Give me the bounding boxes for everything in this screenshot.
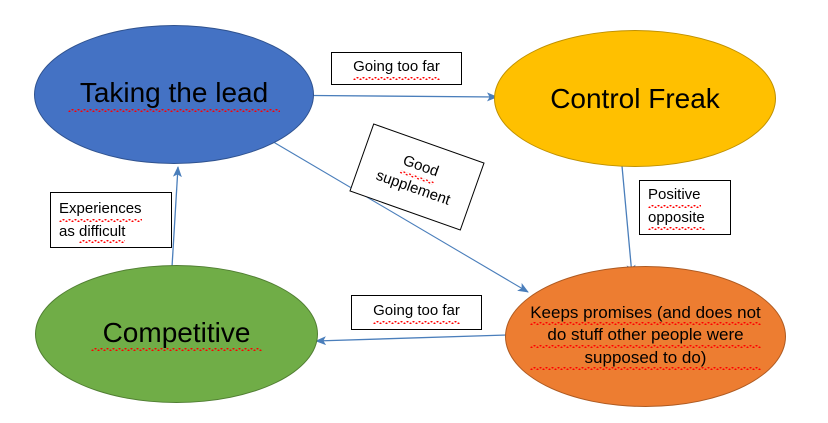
node-keeps-promises-label: Keeps promises (and does not do stuff ot…	[518, 303, 773, 369]
node-control-freak[interactable]: Control Freak	[494, 30, 776, 167]
node-taking-the-lead-label: Taking the lead	[68, 77, 280, 111]
arrow-taking-the-lead-to-keeps-promises	[269, 139, 529, 293]
node-control-freak-label: Control Freak	[550, 82, 720, 114]
arrow-taking-the-lead-to-control-freak	[312, 92, 498, 102]
edge-label-positive-opposite-line-2: opposite	[648, 207, 705, 231]
node-competitive-label: Competitive	[91, 316, 263, 351]
edge-label-experiences-as-difficult[interactable]: Experiences as difficult	[50, 192, 172, 248]
edge-label-positive-opposite-line-1: Positive	[648, 184, 701, 208]
node-keeps-promises-line-3: supposed to do)	[530, 347, 761, 370]
arrow-keeps-promises-to-competitive	[315, 334, 508, 346]
edge-label-experiences-as-difficult-line-1: Experiences	[59, 198, 142, 222]
edge-label-going-too-far-bottom-text: Going too far	[373, 301, 460, 324]
node-keeps-promises[interactable]: Keeps promises (and does not do stuff ot…	[505, 266, 786, 407]
edge-label-going-too-far-top[interactable]: Going too far	[331, 52, 462, 85]
edge-label-positive-opposite[interactable]: Positive opposite	[639, 180, 731, 235]
node-competitive[interactable]: Competitive	[35, 265, 318, 403]
edge-label-going-too-far-bottom[interactable]: Going too far	[351, 295, 482, 330]
node-taking-the-lead[interactable]: Taking the lead	[34, 25, 314, 164]
arrow-control-freak-to-keeps-promises	[621, 165, 636, 276]
edge-label-going-too-far-top-text: Going too far	[353, 57, 440, 80]
node-keeps-promises-line-2: do stuff other people were	[530, 325, 761, 347]
arrow-competitive-to-taking-the-lead	[171, 166, 182, 268]
node-keeps-promises-line-1: Keeps promises (and does not	[530, 303, 761, 325]
edge-label-experiences-as-difficult-line-2: as difficult	[59, 222, 126, 243]
edge-label-experiences-difficult-word: difficult	[79, 222, 126, 243]
